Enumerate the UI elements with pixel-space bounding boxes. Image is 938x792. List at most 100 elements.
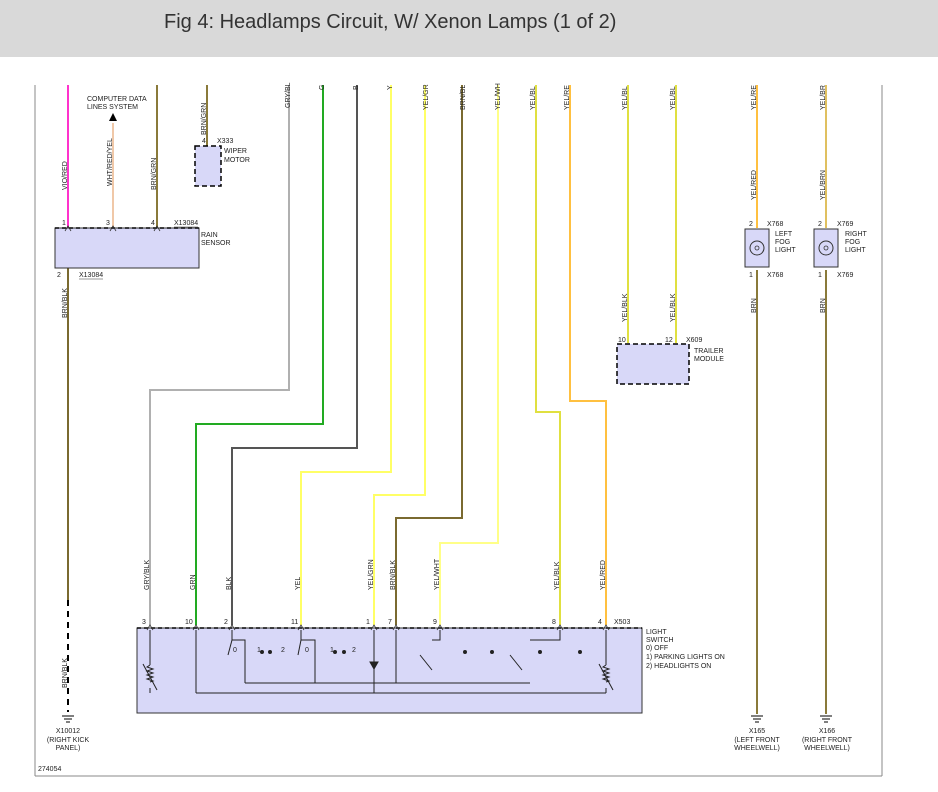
label-trailer-yel-blk-2: YEL/BLK	[670, 293, 677, 322]
left-fog-pin-top: 2	[749, 221, 753, 228]
trailer-module: 10 12 X609 TRAILER MODULE	[616, 337, 724, 385]
rain-sensor-pin-2: 2	[57, 272, 61, 279]
rain-sensor-connector-bottom: X13084	[79, 272, 103, 279]
bulb-icon	[749, 240, 765, 256]
right-fog-connector-top: X769	[837, 221, 853, 228]
label-brn-blk-ground: BRN/BLK	[62, 658, 69, 688]
label-sw-gry-blk: GRY/BLK	[144, 559, 151, 590]
wiper-motor-name-2: MOTOR	[224, 157, 250, 164]
svg-text:LINES SYSTEM: LINES SYSTEM	[87, 104, 138, 111]
label-right-fog-top: YEL/BRN	[820, 170, 827, 200]
ground-x165-desc-1: (LEFT FRONT	[734, 737, 780, 744]
label-brn-grn-rain: BRN/GRN	[151, 158, 158, 190]
right-fog-name-3: LIGHT	[845, 247, 866, 254]
switch-name-3: 0) OFF	[646, 645, 668, 652]
label-trailer-yel-blk-1: YEL/BLK	[622, 293, 629, 322]
figure-title: Fig 4: Headlamps Circuit, W/ Xenon Lamps…	[164, 11, 617, 33]
switch-pin-2: 2	[224, 619, 228, 626]
switch-name-5: 2) HEADLIGHTS ON	[646, 663, 711, 670]
wire-gry-blk	[149, 85, 290, 625]
right-fog-light: 2 X769 1 X769 RIGHT FOG LIGHT	[813, 221, 868, 279]
rain-sensor-name-2: SENSOR	[201, 240, 231, 247]
rain-sensor-pin-4: 4	[151, 220, 155, 227]
switch-pos-2a: 2	[281, 647, 285, 654]
label-yel-re: YEL/RE	[564, 85, 571, 110]
trailer-name-1: TRAILER	[694, 348, 724, 355]
label-yel-bl-3: YEL/BL	[670, 86, 677, 110]
wire-yel-red-switch	[569, 85, 607, 625]
switch-pos-1b: 1	[330, 647, 334, 654]
label-sw-blk: BLK	[226, 576, 233, 590]
wiper-motor: 4 X333 WIPER MOTOR	[194, 138, 250, 187]
label-wht-red-yel: WHT/RED/YEL	[107, 138, 114, 186]
rain-sensor: RAIN SENSOR X13084 1 3 4 2 X13084	[54, 220, 231, 280]
right-fog-pin-bottom: 1	[818, 272, 822, 279]
left-fog-name-3: LIGHT	[775, 247, 796, 254]
ground-x10012-desc-2: PANEL)	[56, 745, 81, 752]
left-fog-connector-top: X768	[767, 221, 783, 228]
switch-connector: X503	[614, 619, 630, 626]
label-brn-blk-rain: BRN/BLK	[62, 288, 69, 318]
label-right-fog-bottom: BRN	[820, 298, 827, 313]
diagram-frame	[34, 85, 883, 777]
label-yel-re-r: YEL/RE	[751, 85, 758, 110]
label-sw-yel: YEL	[295, 577, 302, 590]
title-bar: Fig 4: Headlamps Circuit, W/ Xenon Lamps…	[0, 0, 938, 57]
wiper-motor-pin: 4	[202, 138, 206, 145]
label-sw-yel-wht: YEL/WHT	[434, 558, 441, 590]
grounds: X10012 (RIGHT KICK PANEL) X165 (LEFT FRO…	[47, 715, 853, 752]
wire-yel-wht	[439, 85, 499, 625]
label-yel-bl-1: YEL/BL	[530, 86, 537, 110]
switch-name-1: LIGHT	[646, 629, 667, 636]
left-fog-name-2: FOG	[775, 239, 790, 246]
switch-pos-2b: 2	[352, 647, 356, 654]
switch-pin-1: 1	[366, 619, 370, 626]
label-yel-bl-2: YEL/BL	[622, 86, 629, 110]
switch-name-2: SWITCH	[646, 637, 674, 644]
left-fog-connector-bottom: X768	[767, 272, 783, 279]
light-switch: X503 LIGHT SWITCH 0) OFF 1) PARKING LIGH…	[136, 619, 725, 714]
wires	[67, 85, 827, 714]
rain-sensor-connector: X13084	[174, 220, 198, 227]
switch-name-4: 1) PARKING LIGHTS ON	[646, 654, 725, 661]
rain-sensor-pin-1: 1	[62, 220, 66, 227]
trailer-pin-12: 12	[665, 337, 673, 344]
switch-pin-7: 7	[388, 619, 392, 626]
arrow-up-icon	[109, 113, 117, 121]
label-g: G	[319, 85, 326, 90]
wiper-motor-connector: X333	[217, 138, 233, 145]
switch-internals	[142, 630, 614, 694]
label-sw-brn-blk: BRN/BLK	[390, 560, 397, 590]
wire-yel	[300, 85, 392, 625]
ground-icon	[62, 715, 832, 723]
svg-text:COMPUTER DATA: COMPUTER DATA	[87, 96, 147, 103]
ground-x166-desc-2: WHEELWELL)	[804, 745, 850, 752]
wiper-motor-name-1: WIPER	[224, 148, 247, 155]
ground-x166-desc-1: (RIGHT FRONT	[802, 737, 853, 744]
left-fog-name-1: LEFT	[775, 231, 793, 238]
right-fog-name-1: RIGHT	[845, 231, 868, 238]
left-fog-light: 2 X768 1 X768 LEFT FOG LIGHT	[744, 221, 796, 279]
wire-yel-blk-switch	[535, 85, 561, 625]
label-sw-yel-red: YEL/RED	[600, 560, 607, 590]
label-left-fog-bottom: BRN	[751, 298, 758, 313]
ground-x10012-id: X10012	[56, 728, 80, 735]
trailer-name-2: MODULE	[694, 356, 724, 363]
switch-pin-3: 3	[142, 619, 146, 626]
label-y: Y	[387, 85, 394, 90]
wire-blk	[231, 85, 358, 625]
label-brn-grn-top: BRN/GRN	[201, 103, 208, 135]
label-left-fog-top: YEL/RED	[751, 170, 758, 200]
label-b: B	[353, 85, 360, 90]
left-fog-pin-bottom: 1	[749, 272, 753, 279]
bulb-icon	[818, 240, 834, 256]
wire-yel-grn	[373, 85, 426, 625]
ground-x10012-desc-1: (RIGHT KICK	[47, 737, 90, 744]
right-fog-name-2: FOG	[845, 239, 860, 246]
wire-brn-blk	[395, 85, 463, 625]
switch-pos-1a: 1	[257, 647, 261, 654]
label-yel-gr: YEL/GR	[423, 84, 430, 110]
label-gry-bl: GRY/BL	[285, 82, 292, 108]
ground-x166-id: X166	[819, 728, 835, 735]
rain-sensor-pin-3: 3	[106, 220, 110, 227]
